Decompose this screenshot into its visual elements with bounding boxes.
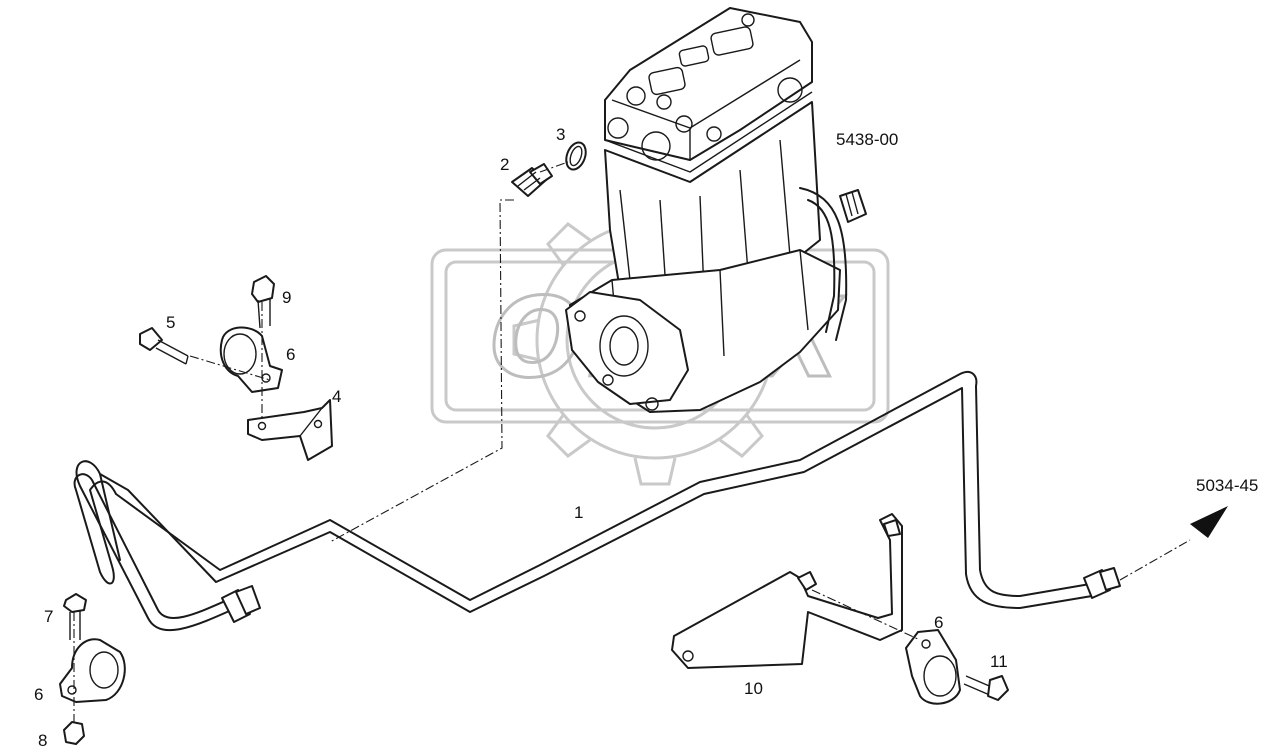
callout-1: 1 xyxy=(574,503,583,522)
callout-11: 11 xyxy=(990,652,1008,671)
callout-6-top: 6 xyxy=(286,345,295,364)
callout-3: 3 xyxy=(556,125,565,144)
ref-label-5034-45: 5034-45 xyxy=(1196,476,1258,495)
clamp-part-6-left xyxy=(59,638,126,703)
fitting-part-2 xyxy=(511,163,553,197)
clamp-part-6-top xyxy=(219,326,283,393)
callout-6-right: 6 xyxy=(934,613,943,632)
bolt-part-5 xyxy=(139,327,189,365)
callout-9: 9 xyxy=(282,288,291,307)
ref-label-5438-00: 5438-00 xyxy=(836,130,898,149)
bracket-part-10 xyxy=(671,513,903,669)
assembly-leaders xyxy=(73,161,1191,722)
clamp-part-6-right xyxy=(905,629,961,705)
bolt-part-11 xyxy=(963,675,1009,701)
callout-7: 7 xyxy=(44,607,53,626)
arrow-to-5034-45-icon xyxy=(1190,506,1228,538)
bracket-part-4 xyxy=(247,399,333,461)
callout-4: 4 xyxy=(332,387,341,406)
o-ring-part-3 xyxy=(565,141,587,171)
callout-8: 8 xyxy=(38,731,47,750)
callout-5: 5 xyxy=(166,313,175,332)
bolt-part-7 xyxy=(63,593,87,640)
bolt-part-9 xyxy=(251,275,275,329)
nut-part-8 xyxy=(63,721,85,745)
pipe-part-1 xyxy=(73,370,1121,632)
callout-6-left: 6 xyxy=(34,685,43,704)
callout-2: 2 xyxy=(500,155,509,174)
callout-10: 10 xyxy=(744,679,763,698)
air-compressor xyxy=(565,7,867,413)
